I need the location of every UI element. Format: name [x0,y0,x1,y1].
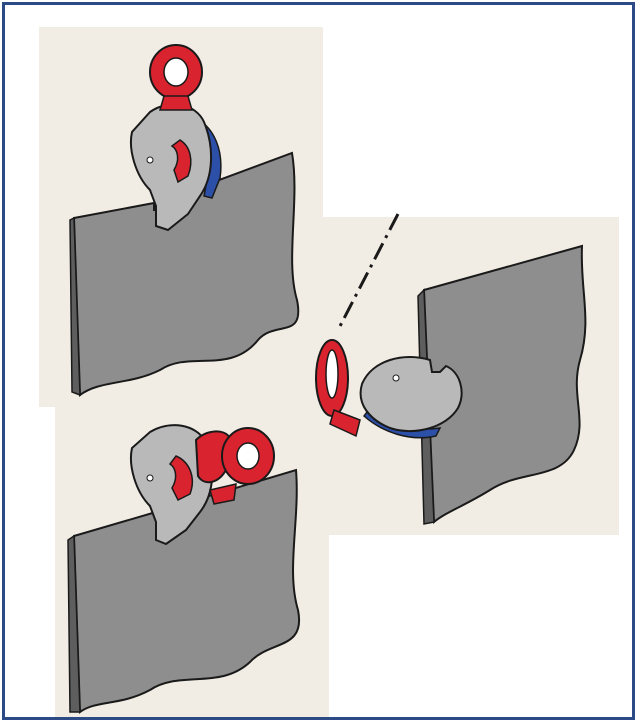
lifting-eye [149,44,203,111]
clamp-body [359,356,463,432]
clamp-vertical-lift [69,44,300,397]
clamp-angled-lift [315,213,587,525]
steel-plate [422,244,587,525]
steel-plate [72,151,300,397]
lifting-eye [315,339,361,438]
lift-chain-line [336,213,400,331]
lifting-eye [194,427,275,505]
clamp-cam [168,455,194,502]
clamp-body [130,424,214,546]
clamp-locked [67,424,301,714]
steel-plate [72,468,301,714]
clamp-cam [170,139,192,184]
